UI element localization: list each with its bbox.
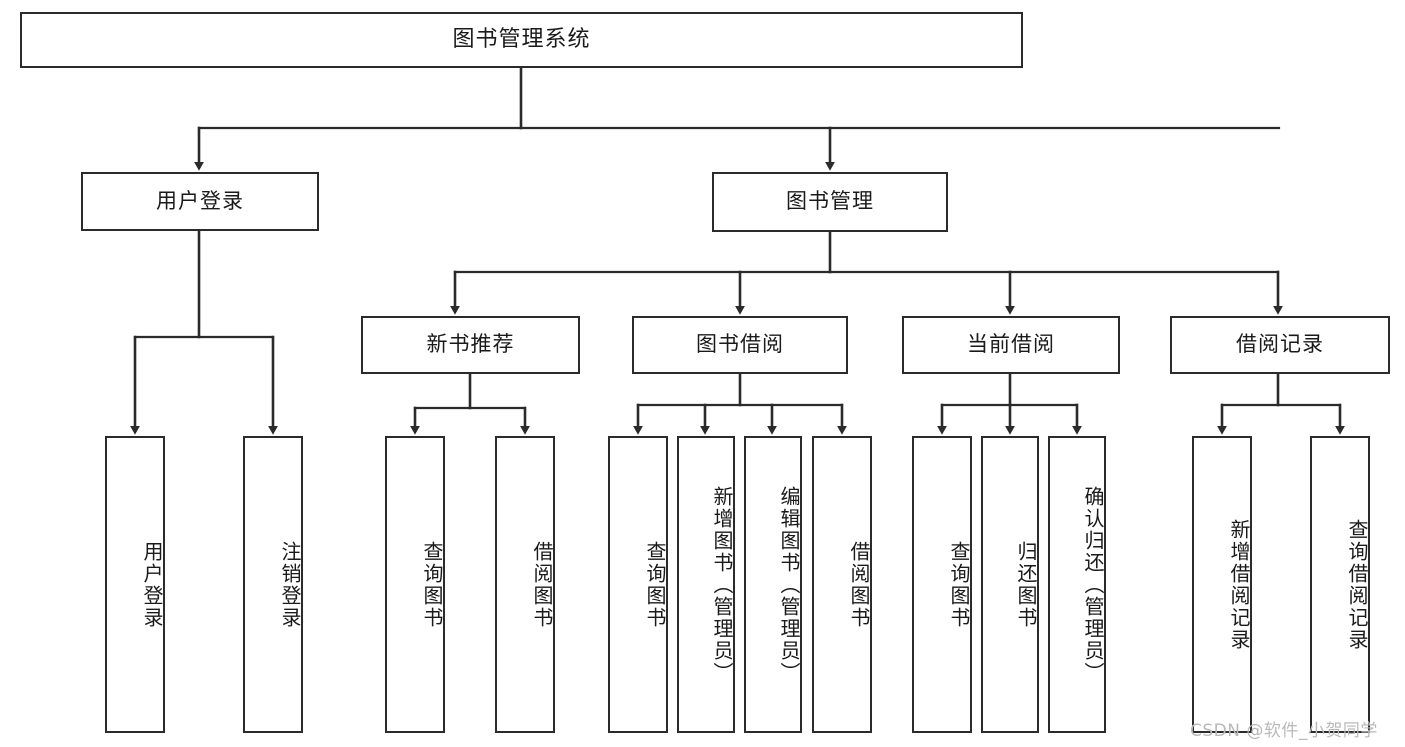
- node-current-borrow[interactable]: 当前借阅: [902, 316, 1120, 374]
- node-label: 图书管理: [786, 189, 874, 214]
- node-borrow-record[interactable]: 借阅记录: [1170, 316, 1390, 374]
- leaf-borrow-record-query[interactable]: 查询借阅记录: [1310, 436, 1370, 733]
- leaf-current-borrow-confirm[interactable]: 确认归还（管理员）: [1048, 436, 1106, 733]
- leaf-book-borrow-edit[interactable]: 编辑图书（管理员）: [744, 436, 802, 733]
- node-label: 新书推荐: [426, 332, 515, 357]
- node-label: 新增图书（管理员）: [710, 485, 734, 684]
- node-label: 借阅图书: [847, 540, 871, 629]
- node-label: 图书管理系统: [452, 26, 591, 52]
- node-book-management[interactable]: 图书管理: [712, 172, 948, 232]
- leaf-book-borrow-query[interactable]: 查询图书: [608, 436, 668, 733]
- node-book-borrow[interactable]: 图书借阅: [632, 316, 848, 374]
- watermark-text: CSDN @软件_小贺同学: [1190, 721, 1378, 741]
- node-label: 编辑图书（管理员）: [777, 485, 801, 684]
- node-label: 新增借阅记录: [1227, 518, 1251, 651]
- leaf-user-login-login[interactable]: 用户登录: [105, 436, 165, 733]
- node-label: 注销登录: [278, 540, 302, 629]
- leaf-current-borrow-return[interactable]: 归还图书: [981, 436, 1039, 733]
- node-label: 用户登录: [156, 188, 244, 213]
- node-label: 查询图书: [643, 540, 667, 629]
- node-label: 用户登录: [140, 540, 164, 629]
- node-label: 借阅记录: [1236, 332, 1324, 357]
- leaf-book-borrow-borrow[interactable]: 借阅图书: [812, 436, 872, 733]
- leaf-user-login-logout[interactable]: 注销登录: [243, 436, 303, 733]
- node-label: 确认归还（管理员）: [1081, 485, 1105, 684]
- node-new-book-recommend[interactable]: 新书推荐: [361, 316, 580, 374]
- leaf-current-borrow-query[interactable]: 查询图书: [912, 436, 972, 733]
- node-label: 当前借阅: [967, 332, 1055, 357]
- node-label: 查询图书: [420, 540, 444, 629]
- leaf-new-book-borrow[interactable]: 借阅图书: [495, 436, 555, 733]
- node-label: 借阅图书: [530, 540, 554, 629]
- leaf-book-borrow-add[interactable]: 新增图书（管理员）: [677, 436, 735, 733]
- node-label: 查询图书: [947, 540, 971, 629]
- node-label: 归还图书: [1014, 540, 1038, 629]
- node-user-login[interactable]: 用户登录: [81, 172, 319, 231]
- leaf-new-book-query[interactable]: 查询图书: [385, 436, 445, 733]
- node-root-system[interactable]: 图书管理系统: [20, 12, 1023, 68]
- node-label: 图书借阅: [696, 332, 784, 357]
- leaf-borrow-record-add[interactable]: 新增借阅记录: [1192, 436, 1252, 733]
- node-label: 查询借阅记录: [1345, 518, 1369, 651]
